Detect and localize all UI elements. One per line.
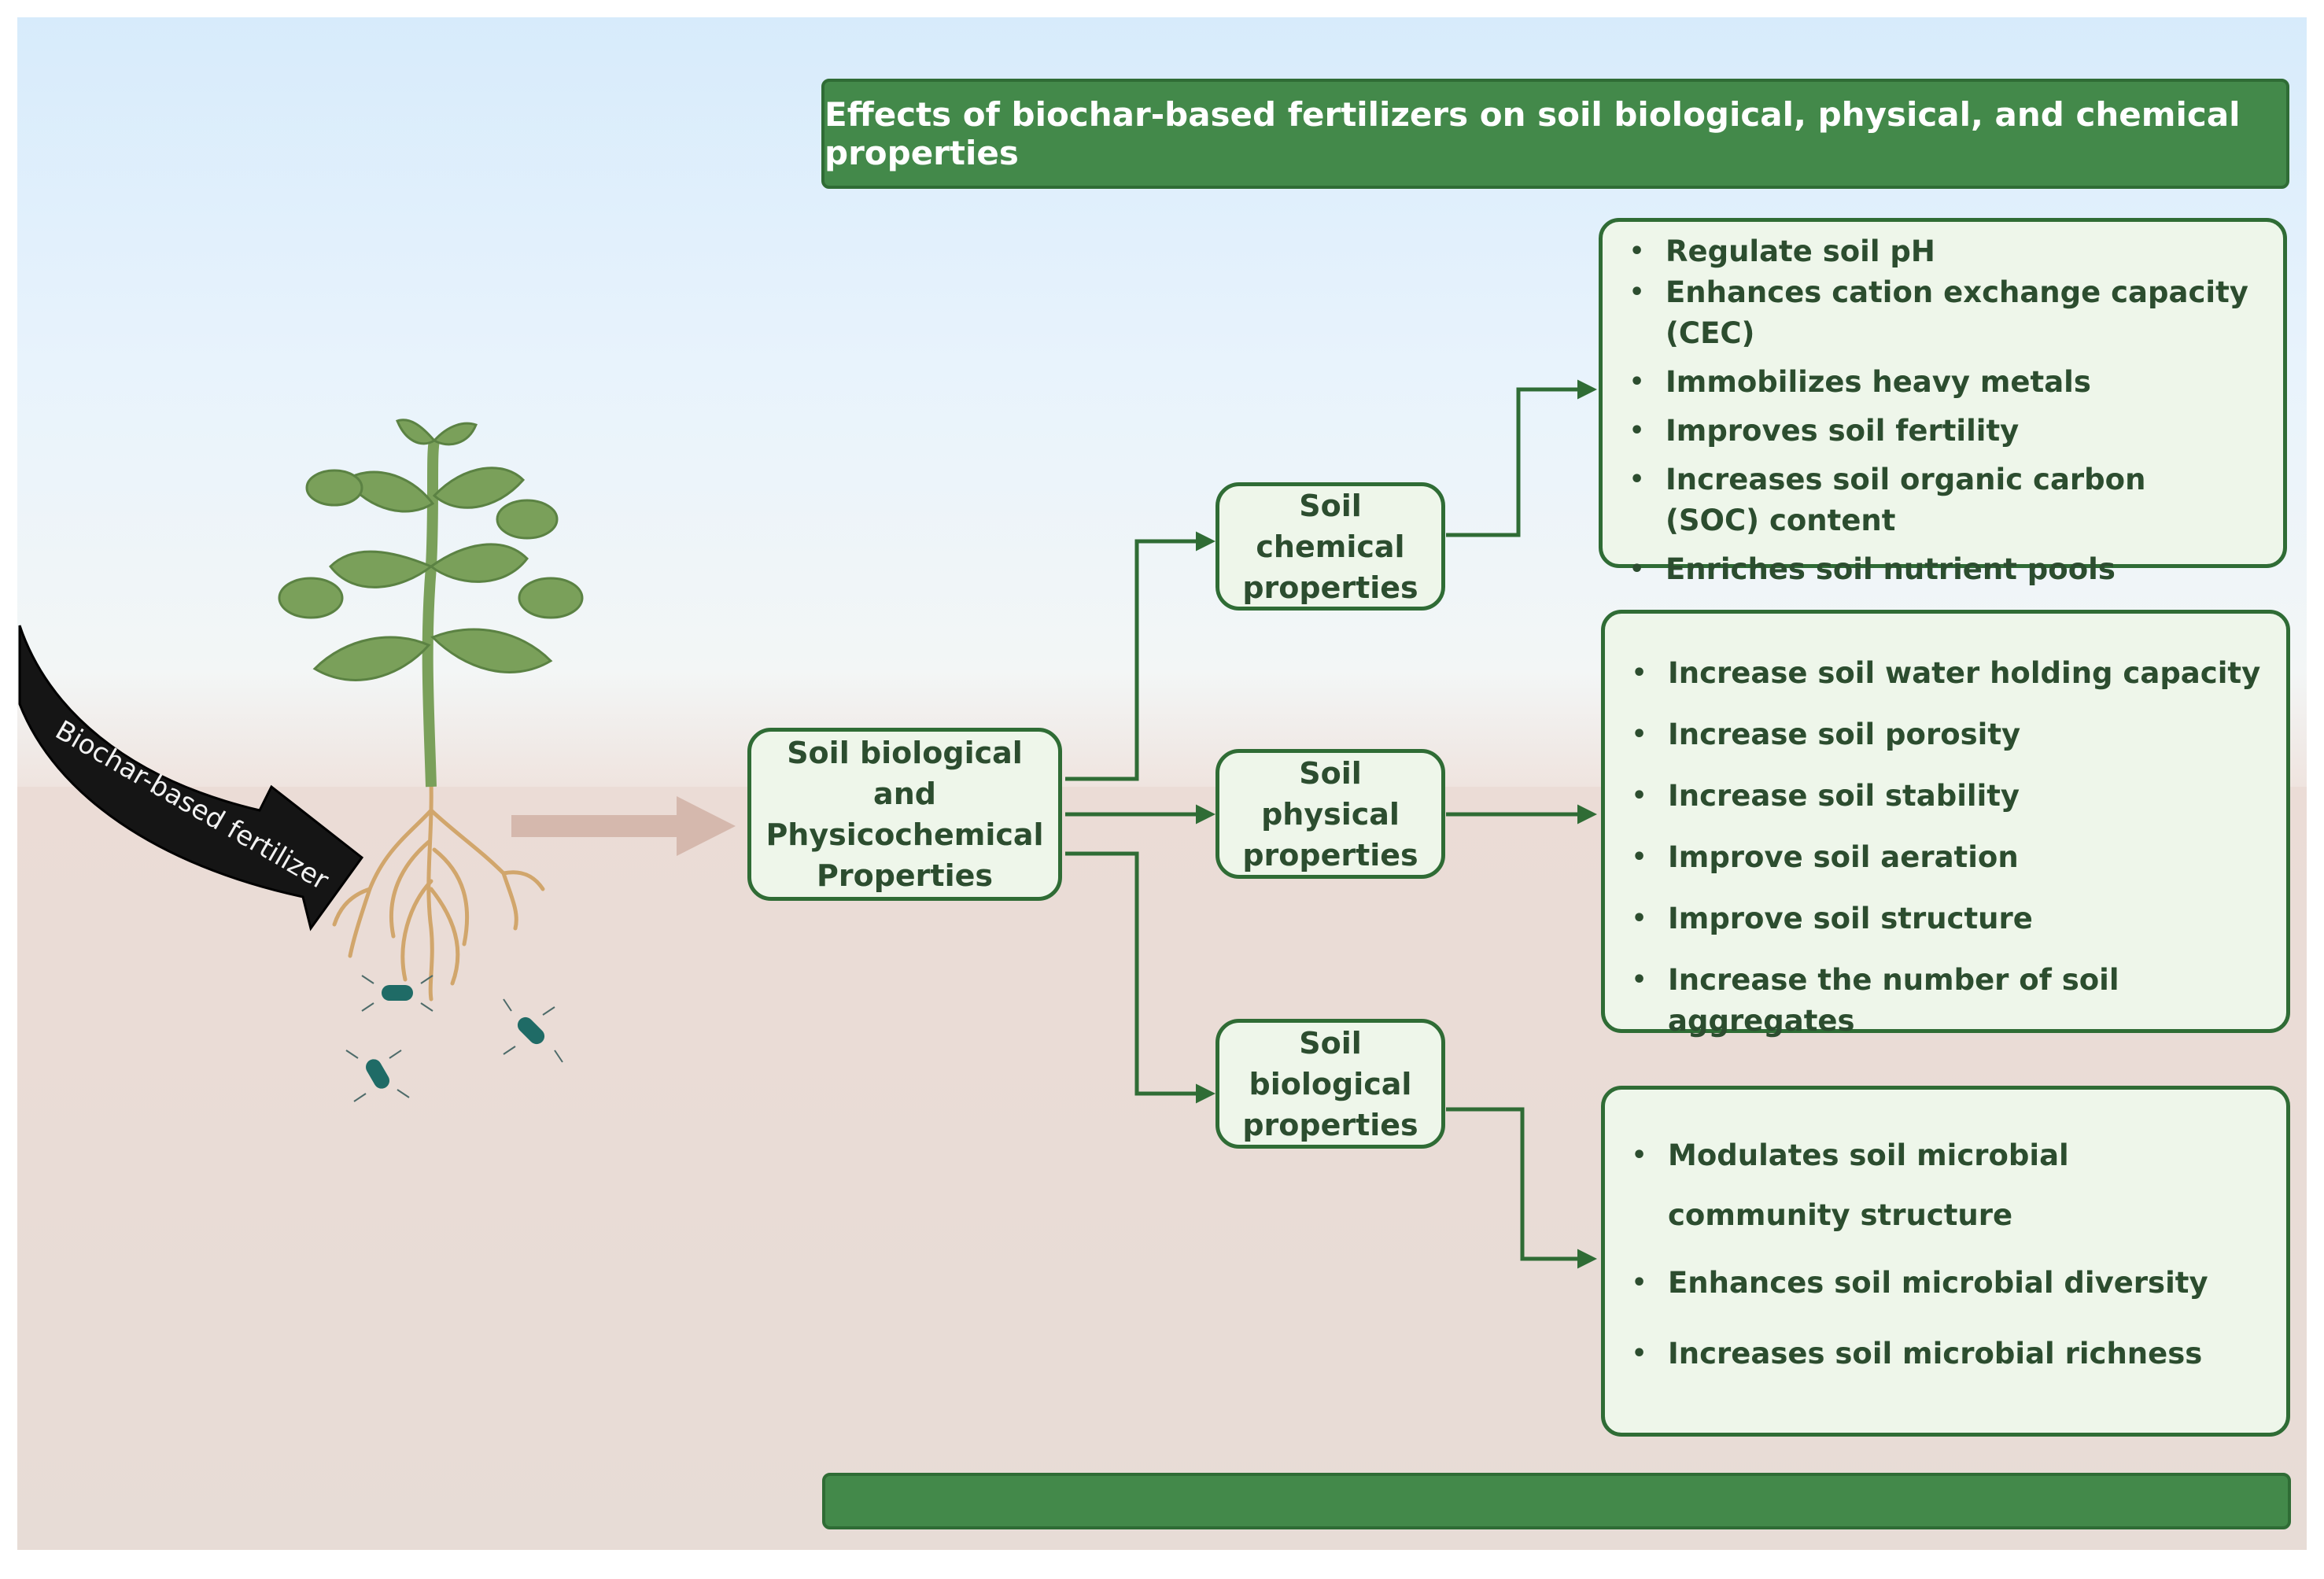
list-item: Modulates soil microbial community struc… [1621,1126,2234,1245]
diagram-title: Effects of biochar-based fertilizers on … [824,95,2241,172]
connector-lines [1065,379,1597,1269]
effects-list-chemical: Regulate soil pH Enhances cation exchang… [1599,218,2287,590]
list-item: Increases soil organic carbon (SOC) cont… [1618,459,2208,541]
plant-to-properties-arrow [511,796,736,856]
list-item: Immobilizes heavy metals [1618,362,2267,403]
list-item: Increase soil water holding capacity [1621,653,2271,694]
list-item: Increases soil microbial richness [1621,1324,2271,1384]
list-item: Increase the number of soil aggregates [1621,960,2271,1042]
plant-stem [422,439,440,788]
list-item: Improve soil aeration [1621,837,2271,878]
list-item: Enhances soil microbial diversity [1621,1253,2271,1313]
node-soil-chemical-properties: Soil chemical properties [1215,482,1445,611]
biochar-input-arrow [18,625,364,932]
list-item: Regulate soil pH [1618,231,2267,272]
central-node: Soil biological and Physicochemical Prop… [747,728,1062,901]
title-banner: Effects of biochar-based fertilizers on … [821,79,2289,189]
list-item: Increase soil porosity [1621,714,2271,755]
list-item: Improves soil fertility [1618,411,2267,452]
plant-roots [332,780,545,1002]
node-soil-physical-properties: Soil physical properties [1215,749,1445,879]
plant-leaves [278,419,584,681]
soil-microbes [345,975,563,1102]
effects-list-physical: Increase soil water holding capacity Inc… [1601,610,2290,1038]
list-item: Enriches soil nutrient pools [1618,549,2267,590]
node-soil-biological-properties: Soil biological properties [1215,1019,1445,1149]
list-item: Increase soil stability [1621,776,2271,817]
effects-list-biological: Modulates soil microbial community struc… [1601,1086,2290,1437]
list-item: Improve soil structure [1621,898,2271,939]
list-item: Enhances cation exchange capacity (CEC) [1618,272,2267,354]
bottom-banner [822,1473,2291,1529]
